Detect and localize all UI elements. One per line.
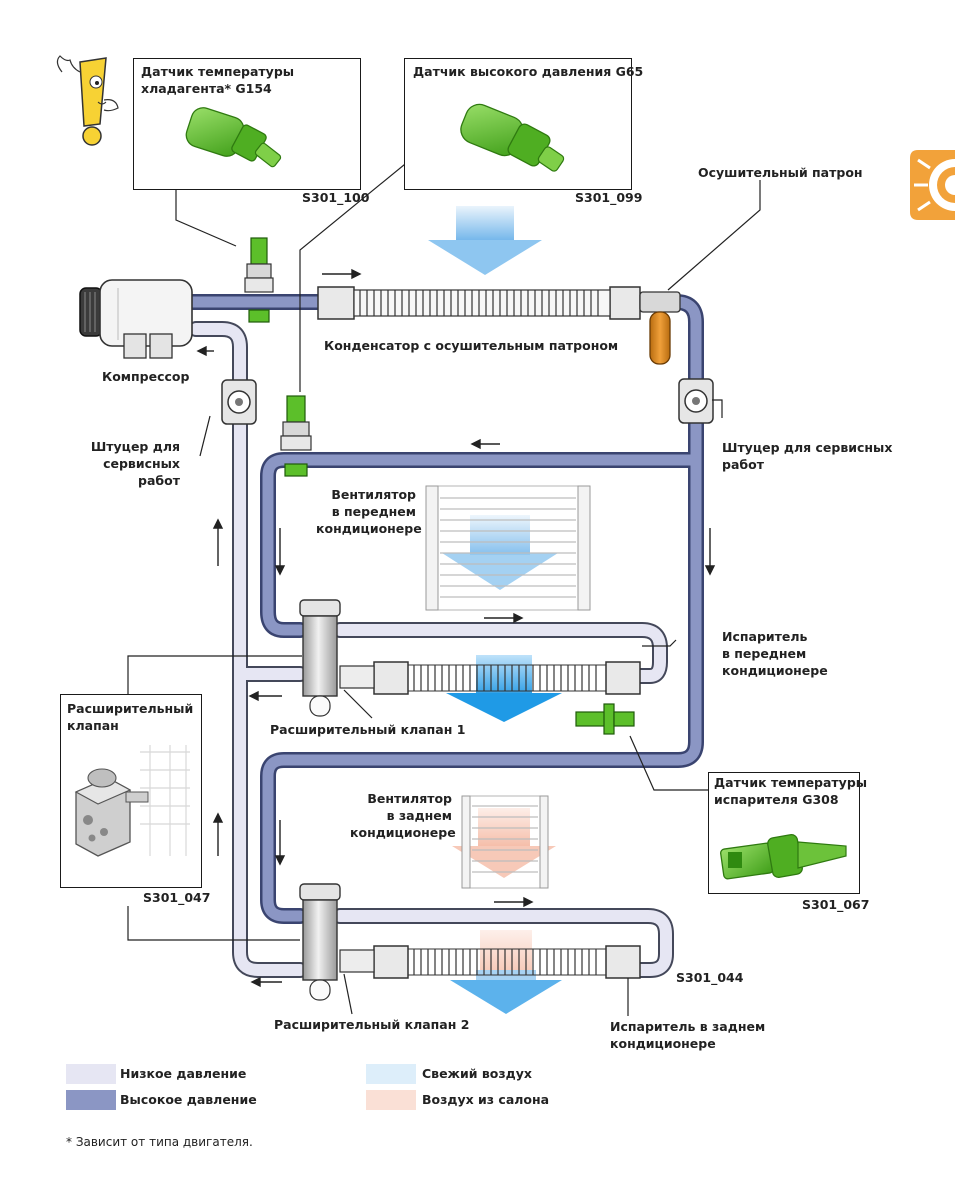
label-sensor-evaporator-temp: Датчик температуры испарителя G308 — [714, 775, 868, 807]
label-service-port-left: Штуцер для сервисных работ — [90, 439, 180, 488]
label-expansion-valve-2: Расширительный клапан 2 — [274, 1017, 470, 1032]
condenser — [317, 286, 641, 320]
code-g65: S301_099 — [575, 190, 643, 205]
label-evaporator-rear: Испаритель в заднем кондиционере — [610, 1019, 766, 1051]
sensor-g308-on-pipe — [575, 703, 635, 735]
pipe-network — [180, 294, 704, 978]
label-expansion-valve-1: Расширительный клапан 1 — [270, 722, 466, 737]
sensor-g65-on-pipe — [280, 395, 312, 477]
code-g308: S301_067 — [802, 897, 870, 912]
drier-cartridge — [639, 291, 681, 365]
service-port-right — [678, 378, 714, 424]
sensor-g154-on-pipe — [244, 237, 274, 323]
service-port-left — [221, 379, 257, 425]
code-valve: S301_047 — [143, 890, 211, 905]
code-main: S301_044 — [676, 970, 744, 985]
label-service-port-right: Штуцер для сервисных работ — [722, 440, 893, 472]
label-compressor: Компрессор — [102, 369, 190, 384]
code-g154: S301_100 — [302, 190, 370, 205]
logo-icon — [910, 150, 955, 220]
legend-label-cabin-air: Воздух из салона — [422, 1092, 550, 1107]
label-evaporator-front: Испаритель в переднем кондиционере — [722, 629, 828, 678]
leader-lines — [127, 158, 761, 1016]
fresh-air-arrow-top — [428, 206, 542, 275]
label-drier-cartridge: Осушительный патрон — [698, 165, 863, 180]
warning-exclamation-icon — [56, 55, 119, 146]
legend-label-low-pressure: Низкое давление — [120, 1066, 247, 1081]
legend-swatch-high-pressure — [66, 1090, 116, 1110]
label-expansion-valve-box: Расширительный клапан — [67, 701, 194, 733]
legend-swatch-low-pressure — [66, 1064, 116, 1084]
expansion-valve-1 — [299, 599, 375, 717]
label-fan-rear: Вентилятор в заднем кондиционере — [350, 791, 456, 840]
fan-rear — [461, 795, 549, 889]
legend-label-high-pressure: Высокое давление — [120, 1092, 257, 1107]
fan-front — [425, 485, 591, 611]
legend-swatch-fresh-air — [366, 1064, 416, 1084]
legend-swatch-cabin-air — [366, 1090, 416, 1110]
flow-arrows — [196, 268, 716, 988]
label-sensor-high-pressure: Датчик высокого давления G65 — [413, 64, 644, 79]
label-condenser: Конденсатор с осушительным патроном — [324, 338, 619, 353]
cabin-air-arrow-rear-evaporator — [450, 930, 562, 1014]
sensor-g154-box — [133, 58, 361, 190]
expansion-valve-2 — [299, 883, 375, 1001]
fresh-air-arrow-front-fan — [442, 515, 558, 590]
evaporator-rear — [373, 945, 641, 979]
footnote: * Зависит от типа двигателя. — [66, 1135, 253, 1149]
label-sensor-temp-refrigerant: Датчик температуры хладагента* G154 — [141, 64, 295, 96]
evaporator-front — [373, 661, 641, 695]
label-fan-front: Вентилятор в переднем кондиционере — [316, 487, 422, 536]
legend-label-fresh-air: Свежий воздух — [422, 1066, 532, 1081]
fresh-air-arrow-front-evaporator — [446, 655, 562, 722]
compressor — [79, 279, 193, 359]
